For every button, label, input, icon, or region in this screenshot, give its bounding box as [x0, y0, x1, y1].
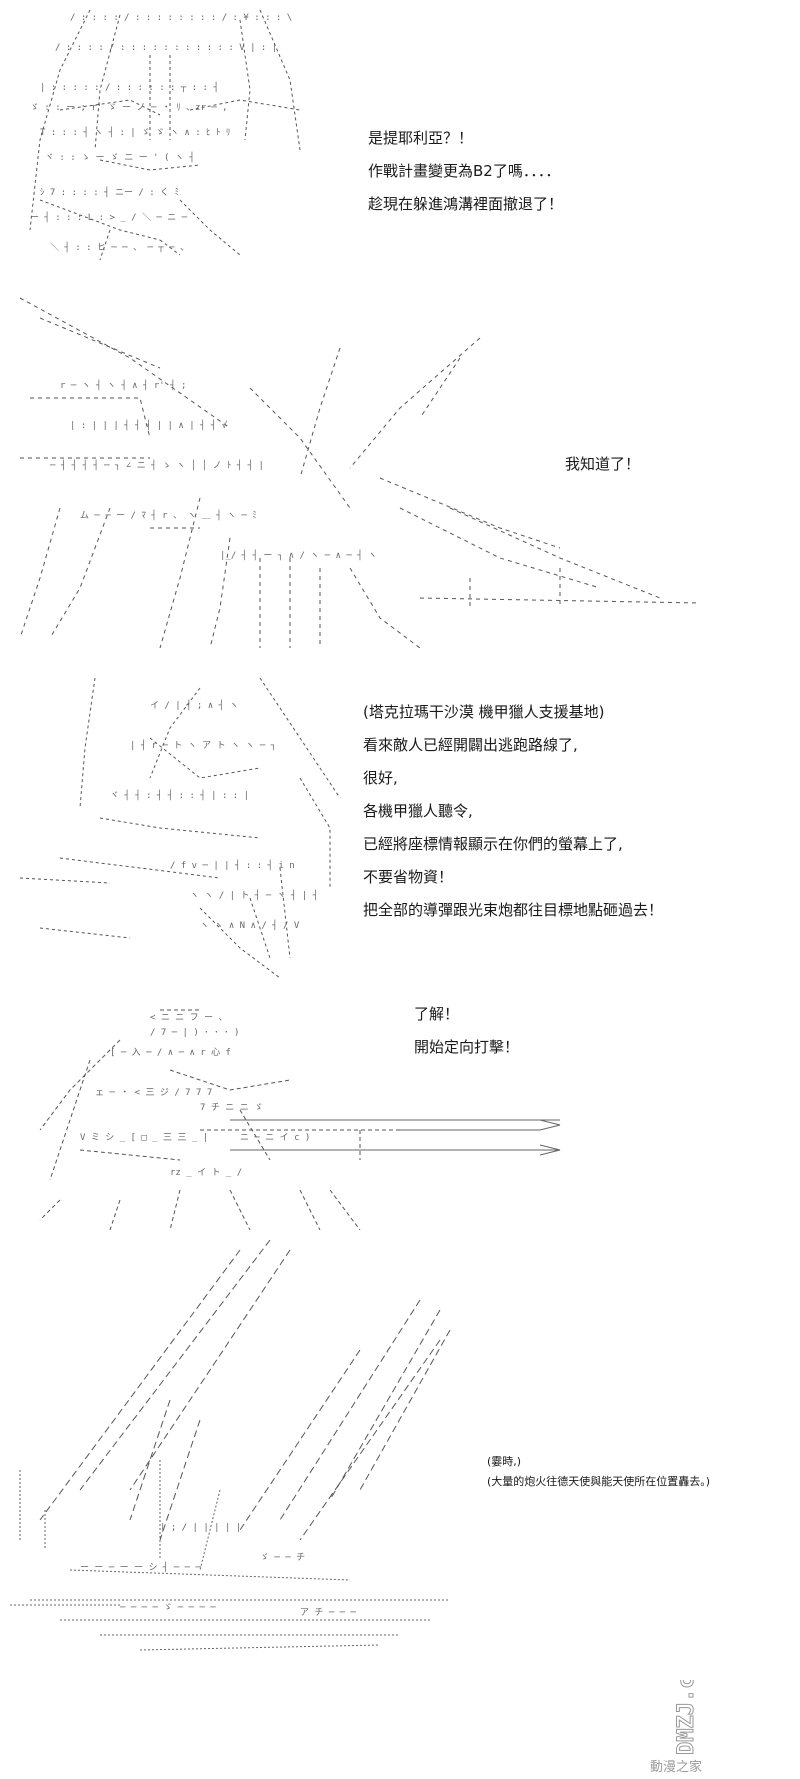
svg-text:T : : : ┤ ヽ ┤ : | ゞ ゞ ヽ ∧ : ﾋ: T : : : ┤ ヽ ┤ : | ゞ ゞ ヽ ∧ : ﾋ ﾄ ﾘ — [40, 126, 230, 138]
dialog-panel-2: 我知道了！ — [565, 448, 640, 481]
dialog-line: 我知道了！ — [565, 455, 641, 473]
dialog-line: 把全部的導彈跟光束炮都往目標地點砸過去！ — [363, 901, 664, 919]
dialog-line: 了解！ — [414, 1005, 460, 1023]
panel-2: r ─ ヽ ┤ ヽ ┤ ∧ ┤ r' ┤ ; | : | | | ┤ ┤ ┤ |… — [0, 278, 800, 658]
svg-text:ー ー ─ ー ー シ ┤ ─ ─ ─: ー ー ─ ー ー シ ┤ ─ ─ ─ — [80, 1561, 201, 1573]
dialog-line: 已經將座標情報顯示在你們的螢幕上了, — [363, 835, 623, 853]
dialog-line: (大量的炮火往德天使與能天使所在位置轟去。) — [487, 1475, 711, 1488]
ascii-art-character-face: / : : : : / : : : : : : : : / : ¥ : : : … — [29, 9, 301, 261]
svg-text:─ ─ ─ ─ ゞ ─ ─ ─ ─: ─ ─ ─ ─ ゞ ─ ─ ─ ─ — [119, 1603, 216, 1613]
dialog-panel-1: 是提耶利亞？！ 作戰計畫變更為B2了嗎．．．． 趁現在躲進鴻溝裡面撤退了！ — [368, 122, 563, 221]
svg-text:/ f v ─ | | ┤ : : ┤ i n: / f v ─ | | ┤ : : ┤ i n — [170, 859, 295, 871]
svg-text:＼ ┤ : : ヒ ─ ─ 、 ─ ┬ ─ 、: ＼ ┤ : : ヒ ─ ─ 、 ─ ┬ ─ 、 — [50, 241, 189, 253]
panel-3: イ / | ┤ ; ∧ ┤ ヽ | ┤ r ─ ト ヽ ア ト ヽ ヽ ─ ┐ … — [0, 668, 800, 988]
dialog-line: 各機甲獵人聽令, — [363, 802, 473, 820]
svg-text:ゞ : : ー ; r' ゞ ー ノ ─ ・ ﾘ 、zr ─: ゞ : : ー ; r' ゞ ー ノ ─ ・ ﾘ 、zr ─ , — [30, 103, 228, 113]
svg-text:イ / | ┤ ; ∧ ┤ ヽ: イ / | ┤ ; ∧ ┤ ヽ — [150, 699, 238, 711]
svg-text:ニ ─ ニ イ c ): ニ ─ ニ イ c ) — [240, 1133, 310, 1143]
panel-4: < ニ ニ フ ー 、 / 7 ─ | ) ･ ･ ･ ) [ ─ 入 ─ / … — [0, 1000, 800, 1230]
svg-text:< ニ ニ フ ー 、: < ニ ニ フ ー 、 — [150, 1013, 228, 1023]
svg-text:[ ─ 入 ─ / ∧ ─ ∧ r 心 f: [ ─ 入 ─ / ∧ ─ ∧ r 心 f — [110, 1047, 231, 1058]
svg-text:| : | | | ┤ ┤ ┤ | | ∧ | ┤: | : | | | ┤ ┤ ┤ | | ∧ | ┤ ┤ √ — [70, 419, 228, 431]
ascii-art-explosion-mecha: r ─ ヽ ┤ ヽ ┤ ∧ ┤ r' ┤ ; | : | | | ┤ ┤ ┤ |… — [19, 297, 701, 649]
panel-1: / : : : : / : : : : : : : : / : ¥ : : : … — [0, 0, 800, 270]
ascii-art-commander: イ / | ┤ ; ∧ ┤ ヽ | ┤ r ─ ト ヽ ア ト ヽ ヽ ─ ┐ … — [19, 677, 341, 979]
dialog-panel-3: (塔克拉瑪干沙漠 機甲獵人支援基地) 看來敵人已經開闢出逃跑路線了, 很好, 各… — [363, 696, 663, 927]
svg-text:|_/ ┤ ┤ ー ┐ ∧ / ヽ ─ ∧ ─ ┤ ヽ: |_/ ┤ ┤ ー ┐ ∧ / ヽ ─ ∧ ─ ┤ ヽ — [220, 549, 377, 561]
svg-text:/ : : : : / : : : : : : : : :: / : : : : / : : : : : : : : : : : V | : … — [55, 43, 277, 53]
dialog-line: 作戰計畫變更為B2了嗎．．．． — [368, 162, 561, 180]
dialog-line: 很好, — [363, 769, 398, 787]
svg-text:ェ ─ ・ < 三 ジ / 7 7 7: ェ ─ ・ < 三 ジ / 7 7 7 — [95, 1088, 212, 1098]
svg-text:ヾ : : ゝ ー ゞ ニ ー ' ( ヽ ┤: ヾ : : ゝ ー ゞ ニ ー ' ( ヽ ┤ — [45, 151, 195, 163]
watermark-site: DMZJ.com — [674, 1680, 699, 1755]
svg-text:r ─ ヽ ┤ ヽ ┤ ∧ ┤ r' ┤ ;: r ─ ヽ ┤ ヽ ┤ ∧ ┤ r' ┤ ; — [60, 379, 186, 391]
svg-text:ヾ ┤ ┤ : ┤ ┤ : : ┤ | : : |: ヾ ┤ ┤ : ┤ ┤ : : ┤ | : : | — [110, 789, 249, 801]
svg-text:rz _ イ ト _ /: rz _ イ ト _ / — [170, 1168, 242, 1178]
svg-text:ヽ ヽ ∧ N ∧ / ┤ / V: ヽ ヽ ∧ N ∧ / ┤ / V — [200, 919, 300, 931]
dialog-line: 趁現在躲進鴻溝裡面撤退了！ — [368, 195, 564, 213]
watermark-caption: 動漫之家 — [650, 1759, 703, 1774]
svg-text:ヽ ヽ / | ト ┤ ─ ヽ ┤ | ┤: ヽ ヽ / | ト ┤ ─ ヽ ┤ | ┤ — [190, 889, 318, 901]
ascii-art-sniper-mecha: < ニ ニ フ ー 、 / 7 ─ | ) ･ ･ ･ ) [ ─ 入 ─ / … — [39, 1009, 561, 1230]
svg-text:/ : : : : / : : : : : : : : /: / : : : : / : : : : : : : : / : ¥ : : : … — [70, 13, 292, 23]
dialog-panel-4: 了解！ 開始定向打擊！ — [414, 998, 519, 1064]
dialog-panel-5: (霎時,) (大量的炮火往德天使與能天使所在位置轟去。) — [487, 1452, 710, 1492]
svg-text:7 チ ニ ニ ゞ: 7 チ ニ ニ ゞ — [200, 1102, 263, 1113]
panel-5: | ; / | | | | | ー ー ─ ー ー シ ┤ ─ ─ ─ ゞ ─ … — [0, 1240, 800, 1779]
dialog-line: 開始定向打擊！ — [414, 1038, 520, 1056]
ascii-art-bombardment: | ; / | | | | | ー ー ─ ー ー シ ┤ ─ ─ ─ ゞ ─ … — [10, 1240, 451, 1651]
dialog-line: (塔克拉瑪干沙漠 機甲獵人支援基地) — [363, 703, 605, 721]
svg-text:| ┤ r ─ ト ヽ ア ト ヽ ヽ ─ ┐: | ┤ r ─ ト ヽ ア ト ヽ ヽ ─ ┐ — [130, 739, 276, 751]
svg-text:ｼ 7 : : : : ┤ ニー / : く ﾐ: ｼ 7 : : : : ┤ ニー / : く ﾐ — [40, 186, 179, 198]
svg-text:ア チ ─ ─ ─: ア チ ─ ─ ─ — [300, 1607, 357, 1618]
dialog-line: 不要省物資！ — [363, 868, 454, 886]
dialog-line: (霎時,) — [487, 1455, 522, 1468]
svg-text:V ミ シ _ [ □ _ 三 三 _ |: V ミ シ _ [ □ _ 三 三 _ | — [80, 1133, 208, 1143]
dialog-line: 看來敵人已經開闢出逃跑路線了, — [363, 736, 578, 754]
dialog-line: 是提耶利亞？！ — [368, 129, 474, 147]
svg-text:/ 7 ─ | ) ･ ･ ･ ): / 7 ─ | ) ･ ･ ･ ) — [150, 1028, 239, 1038]
svg-text:─ ┤ ┤ ┤ ┤ ─ ┐ ∠ ニ ┤ ゝ ヽ │ │ ノ: ─ ┤ ┤ ┤ ┤ ─ ┐ ∠ ニ ┤ ゝ ヽ │ │ ノ ﾄ ┤ ┤ | — [49, 459, 264, 471]
svg-text:ム ─ ─ ー / ﾏ ┤ r 、 ヽ ＿ ┤ ヽ: ム ─ ─ ー / ﾏ ┤ r 、 ヽ ＿ ┤ ヽ ─ ﾐ — [80, 509, 257, 521]
svg-text:| : : : : : / : : : : : : ┬ :: | : : : : : / : : : : : : ┬ : : ┤ — [40, 81, 219, 93]
svg-text:| ; / | | | | |: | ; / | | | | | — [160, 1523, 241, 1533]
svg-text:ー ┤ : : : L : > _ / ＼ ─ ニ ─: ー ┤ : : : L : > _ / ＼ ─ ニ ─ — [30, 211, 188, 223]
svg-text:ゞ ─ ─ チ: ゞ ─ ─ チ — [260, 1552, 305, 1563]
